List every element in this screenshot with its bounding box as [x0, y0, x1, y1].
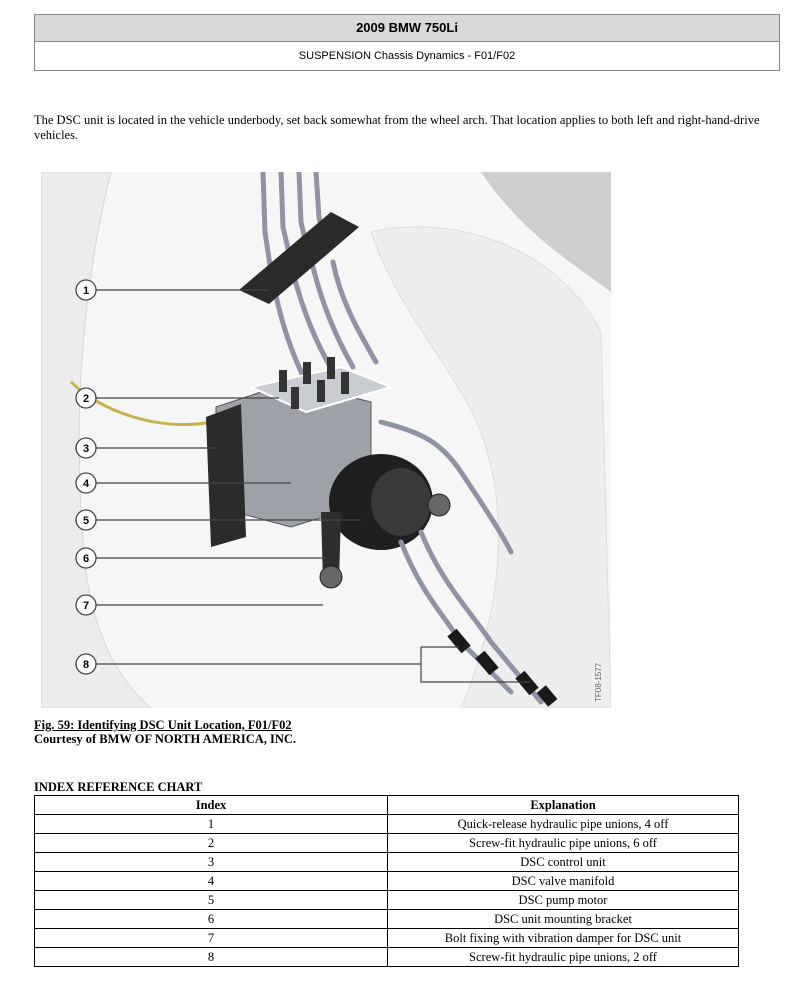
- explanation-cell: DSC control unit: [387, 852, 739, 872]
- table-row: 6 DSC unit mounting bracket: [34, 909, 739, 929]
- explanation-cell: Quick-release hydraulic pipe unions, 4 o…: [387, 814, 739, 834]
- table-row: 7 Bolt fixing with vibration damper for …: [34, 928, 739, 948]
- underbody-shape: [370, 226, 611, 708]
- callout-1: 1: [75, 279, 97, 301]
- svg-text:3: 3: [83, 443, 89, 455]
- callout-8: 8: [75, 653, 97, 675]
- quick-release-union-block: [239, 212, 359, 304]
- column-header-explanation: Explanation: [387, 795, 739, 815]
- column-header-index: Index: [34, 795, 388, 815]
- floor-panel-shape: [481, 172, 611, 292]
- callout-5: 5: [75, 509, 97, 531]
- table-header-row: Index Explanation: [34, 795, 739, 815]
- index-cell: 6: [34, 909, 388, 929]
- callout-3: 3: [75, 437, 97, 459]
- index-cell: 4: [34, 871, 388, 891]
- index-cell: 8: [34, 947, 388, 967]
- callout-leader-lines: [93, 289, 531, 683]
- explanation-cell: Screw-fit hydraulic pipe unions, 6 off: [387, 833, 739, 853]
- index-cell: 2: [34, 833, 388, 853]
- document-header: 2009 BMW 750Li SUSPENSION Chassis Dynami…: [34, 14, 780, 71]
- figure-label: Fig. 59: Identifying DSC Unit Location, …: [34, 718, 292, 732]
- index-chart-title: INDEX REFERENCE CHART: [34, 780, 203, 794]
- svg-text:5: 5: [83, 515, 89, 527]
- table-row: 8 Screw-fit hydraulic pipe unions, 2 off: [34, 947, 739, 967]
- callout-7: 7: [75, 594, 97, 616]
- index-cell: 7: [34, 928, 388, 948]
- lower-pipe-unions: [447, 628, 558, 707]
- index-reference-table: Index Explanation 1 Quick-release hydrau…: [34, 795, 739, 967]
- explanation-cell: DSC pump motor: [387, 890, 739, 910]
- svg-text:4: 4: [83, 478, 90, 490]
- bolt-damper-rear: [427, 493, 451, 517]
- callout-6: 6: [75, 547, 97, 569]
- svg-text:8: 8: [83, 659, 89, 671]
- intro-paragraph: The DSC unit is located in the vehicle u…: [34, 113, 760, 142]
- index-cell: 1: [34, 814, 388, 834]
- callout-markers: 1 2 3 4 5 6 7: [75, 279, 97, 675]
- table-row: 5 DSC pump motor: [34, 890, 739, 910]
- figure-caption: Fig. 59: Identifying DSC Unit Location, …: [34, 718, 296, 746]
- svg-text:2: 2: [83, 393, 89, 405]
- callout-4: 4: [75, 472, 97, 494]
- explanation-cell: DSC unit mounting bracket: [387, 909, 739, 929]
- table-row: 1 Quick-release hydraulic pipe unions, 4…: [34, 814, 739, 834]
- svg-text:7: 7: [83, 600, 89, 612]
- screw-fit-unions: [279, 357, 349, 409]
- dsc-unit-illustration: 1 2 3 4 5 6 7: [41, 172, 611, 708]
- document-subtitle: SUSPENSION Chassis Dynamics - F01/F02: [298, 50, 516, 62]
- image-code-label: TF08-1577: [594, 662, 603, 702]
- explanation-cell: Screw-fit hydraulic pipe unions, 2 off: [387, 947, 739, 967]
- explanation-cell: Bolt fixing with vibration damper for DS…: [387, 928, 739, 948]
- bolt-damper-front: [319, 565, 343, 589]
- table-row: 4 DSC valve manifold: [34, 871, 739, 891]
- courtesy-line: Courtesy of BMW OF NORTH AMERICA, INC.: [34, 732, 297, 746]
- svg-text:1: 1: [83, 285, 89, 297]
- index-cell: 3: [34, 852, 388, 872]
- mounting-bracket: [321, 512, 341, 582]
- table-row: 2 Screw-fit hydraulic pipe unions, 6 off: [34, 833, 739, 853]
- callout-2: 2: [75, 387, 97, 409]
- svg-text:6: 6: [83, 553, 89, 565]
- pump-motor-cap: [371, 468, 431, 536]
- dsc-unit-drawing: 1 2 3 4 5 6 7: [41, 172, 611, 708]
- wheel-arch-shape: [41, 172, 152, 708]
- control-unit-housing: [206, 404, 246, 547]
- explanation-cell: DSC valve manifold: [387, 871, 739, 891]
- index-cell: 5: [34, 890, 388, 910]
- document-title: 2009 BMW 750Li: [35, 15, 779, 42]
- table-row: 3 DSC control unit: [34, 852, 739, 872]
